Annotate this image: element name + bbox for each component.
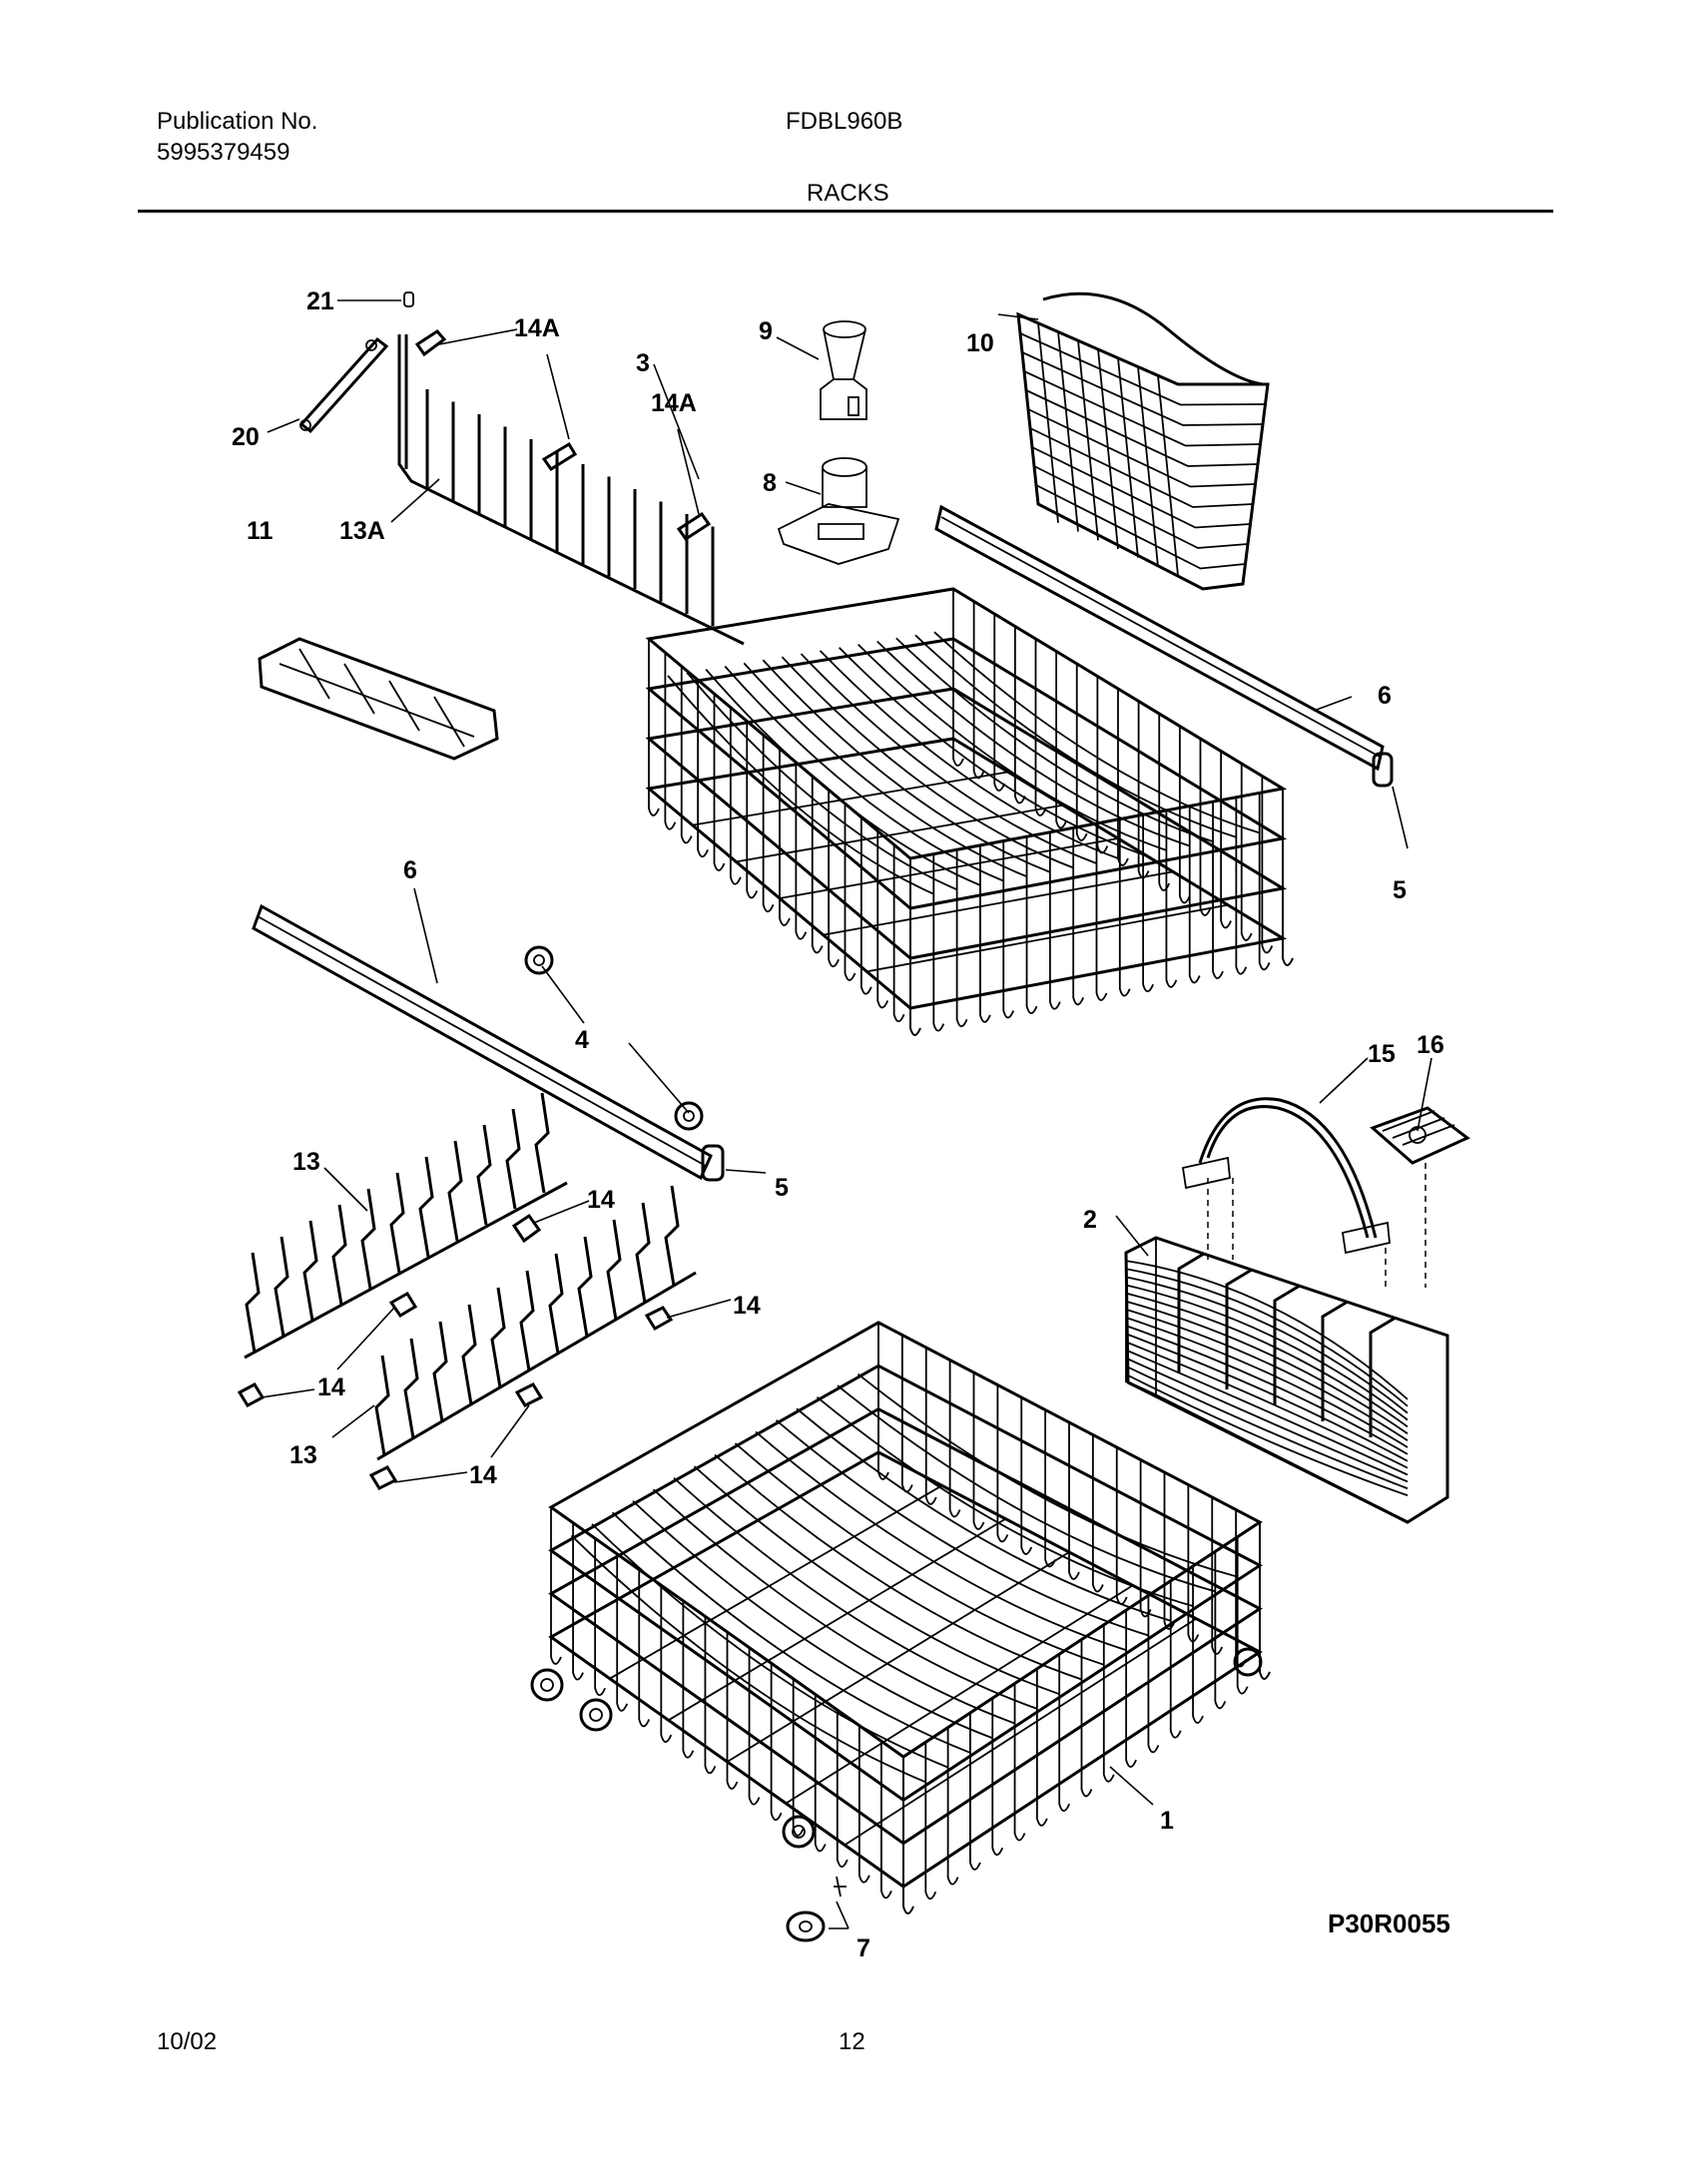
leader-lines — [261, 299, 1432, 1929]
callout-20: 20 — [232, 423, 260, 451]
part-21-cap — [403, 291, 414, 307]
part-13a-tine-row — [397, 334, 745, 646]
callout-16: 16 — [1417, 1031, 1444, 1059]
callout-6-lower: 6 — [403, 856, 417, 884]
part-14a-clips — [414, 329, 712, 542]
callout-11: 11 — [247, 517, 274, 545]
part-14-pivots — [237, 1213, 674, 1490]
part-10-basket — [1016, 291, 1270, 591]
callout-4: 4 — [575, 1026, 589, 1054]
part-6-rail-upper — [934, 504, 1385, 772]
callout-14a-1: 14A — [514, 314, 560, 342]
callout-5-upper: 5 — [1393, 876, 1407, 904]
callout-14-2: 14 — [733, 1292, 761, 1320]
callout-13-1: 13 — [292, 1148, 320, 1176]
callout-15: 15 — [1368, 1040, 1396, 1068]
publication-label: Publication No. — [157, 108, 318, 135]
callout-14-3: 14 — [317, 1373, 345, 1401]
callout-6-upper: 6 — [1378, 682, 1392, 710]
part-15-handle — [1181, 1097, 1391, 1255]
callout-13a: 13A — [339, 517, 385, 545]
part-20-clip — [298, 336, 389, 434]
publication-number: 5995379459 — [157, 139, 290, 166]
footer-page-number: 12 — [839, 2028, 865, 2055]
callout-1: 1 — [1160, 1807, 1174, 1835]
callout-14a-2: 14A — [651, 389, 697, 417]
section-title: RACKS — [807, 180, 889, 207]
callout-3: 3 — [636, 349, 650, 377]
part-5-stop-upper — [1372, 752, 1394, 788]
callout-7: 7 — [856, 1934, 870, 1962]
part-8-mount — [777, 457, 900, 565]
header-rule — [138, 210, 1553, 213]
callout-2: 2 — [1083, 1206, 1097, 1234]
basket-assembly-guides — [1207, 1163, 1426, 1288]
part-11-tray — [258, 637, 499, 761]
callout-14-1: 14 — [587, 1186, 615, 1214]
model-number: FDBL960B — [786, 108, 903, 135]
part-16-lid — [1370, 1106, 1470, 1165]
diagram-code: P30R0055 — [1328, 1909, 1450, 1938]
part-2-silverware-basket — [1124, 1236, 1449, 1524]
callout-10: 10 — [966, 329, 994, 357]
part-9-nozzle — [820, 320, 867, 420]
part-4-wheels — [524, 945, 704, 1131]
part-13-tine-rows — [244, 1092, 697, 1461]
part-1-lower-rack — [530, 1321, 1271, 1914]
part-6-rail-lower — [252, 903, 713, 1181]
part-3-upper-rack — [645, 587, 1294, 1036]
callout-5-lower: 5 — [775, 1174, 789, 1202]
part-7-wheel — [786, 1876, 847, 1942]
callout-8: 8 — [763, 469, 777, 497]
part-5-stop-lower — [701, 1144, 725, 1182]
callout-14-4: 14 — [469, 1461, 497, 1489]
callout-9: 9 — [759, 317, 773, 345]
callout-13-2: 13 — [289, 1441, 317, 1469]
callout-21: 21 — [306, 287, 334, 315]
footer-date: 10/02 — [157, 2028, 218, 2055]
